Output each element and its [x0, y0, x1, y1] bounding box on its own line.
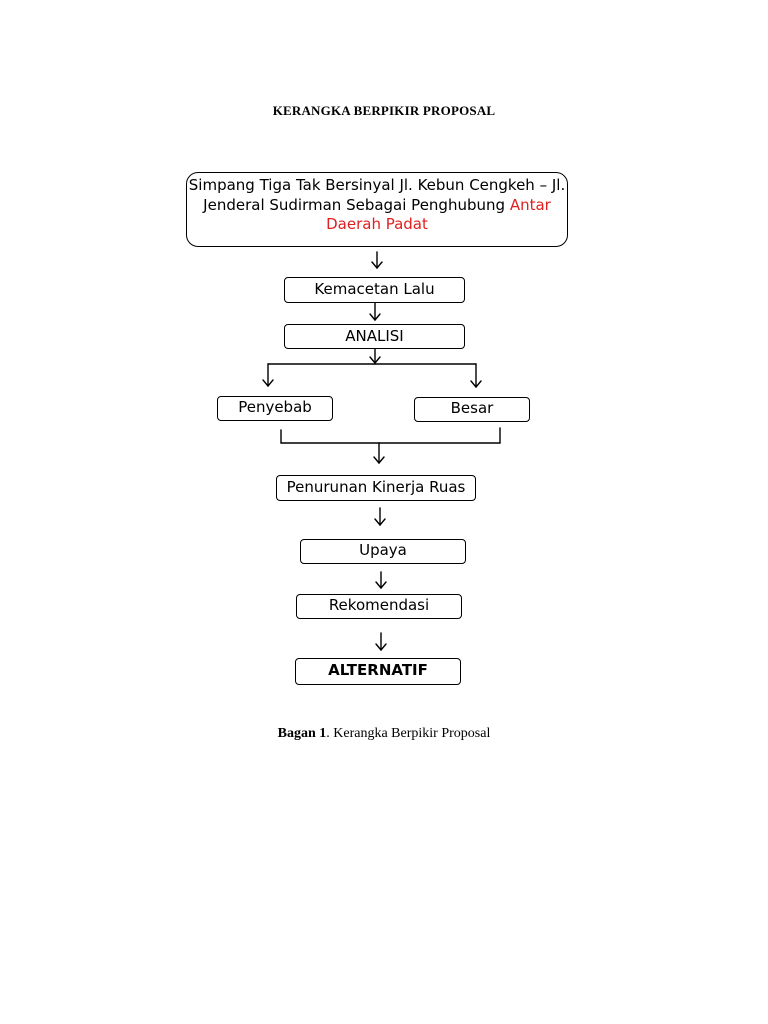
box-upaya: Upaya	[300, 539, 466, 564]
document-title: KERANGKA BERPIKIR PROPOSAL	[272, 103, 496, 118]
split-connector	[262, 348, 482, 389]
arrow-upaya-to-rekomendasi	[375, 571, 387, 590]
box-analisi: ANALISI	[284, 324, 465, 349]
box-penyebab-label: Penyebab	[238, 398, 312, 416]
arrow-rekomendasi-to-alternatif	[375, 632, 387, 652]
box-simpang-tiga: Simpang Tiga Tak Bersinyal Jl. Kebun Cen…	[186, 172, 568, 247]
arrow-penurunan-to-upaya	[374, 507, 386, 527]
box-analisi-label: ANALISI	[345, 327, 404, 345]
box-alternatif-label: ALTERNATIF	[328, 661, 428, 679]
box-rekomendasi-label: Rekomendasi	[328, 596, 430, 614]
box-penurunan-kinerja: Penurunan Kinerja Ruas	[276, 475, 476, 501]
arrow-kemacetan-to-analisi	[369, 302, 381, 322]
caption-text: . Kerangka Berpikir Proposal	[326, 726, 491, 741]
arrow-top-to-kemacetan	[371, 251, 383, 270]
box-upaya-label: Upaya	[359, 541, 407, 559]
box-kemacetan-label: Kemacetan Lalu	[314, 280, 435, 298]
figure-caption: Bagan 1. Kerangka Berpikir Proposal	[0, 726, 768, 742]
box-besar: Besar	[414, 397, 530, 422]
merge-connector	[280, 427, 501, 465]
box-kemacetan: Kemacetan Lalu	[284, 277, 465, 303]
box-rekomendasi: Rekomendasi	[296, 594, 462, 619]
caption-label: Bagan 1	[277, 726, 327, 741]
box-alternatif: ALTERNATIF	[295, 658, 461, 685]
box-besar-label: Besar	[450, 399, 494, 417]
box-simpang-tiga-highlight: Antar Daerah Padat	[326, 195, 551, 234]
box-simpang-tiga-text: Simpang Tiga Tak Bersinyal Jl. Kebun Cen…	[188, 176, 566, 214]
box-penyebab: Penyebab	[217, 396, 333, 421]
box-penurunan-kinerja-label: Penurunan Kinerja Ruas	[286, 478, 466, 496]
